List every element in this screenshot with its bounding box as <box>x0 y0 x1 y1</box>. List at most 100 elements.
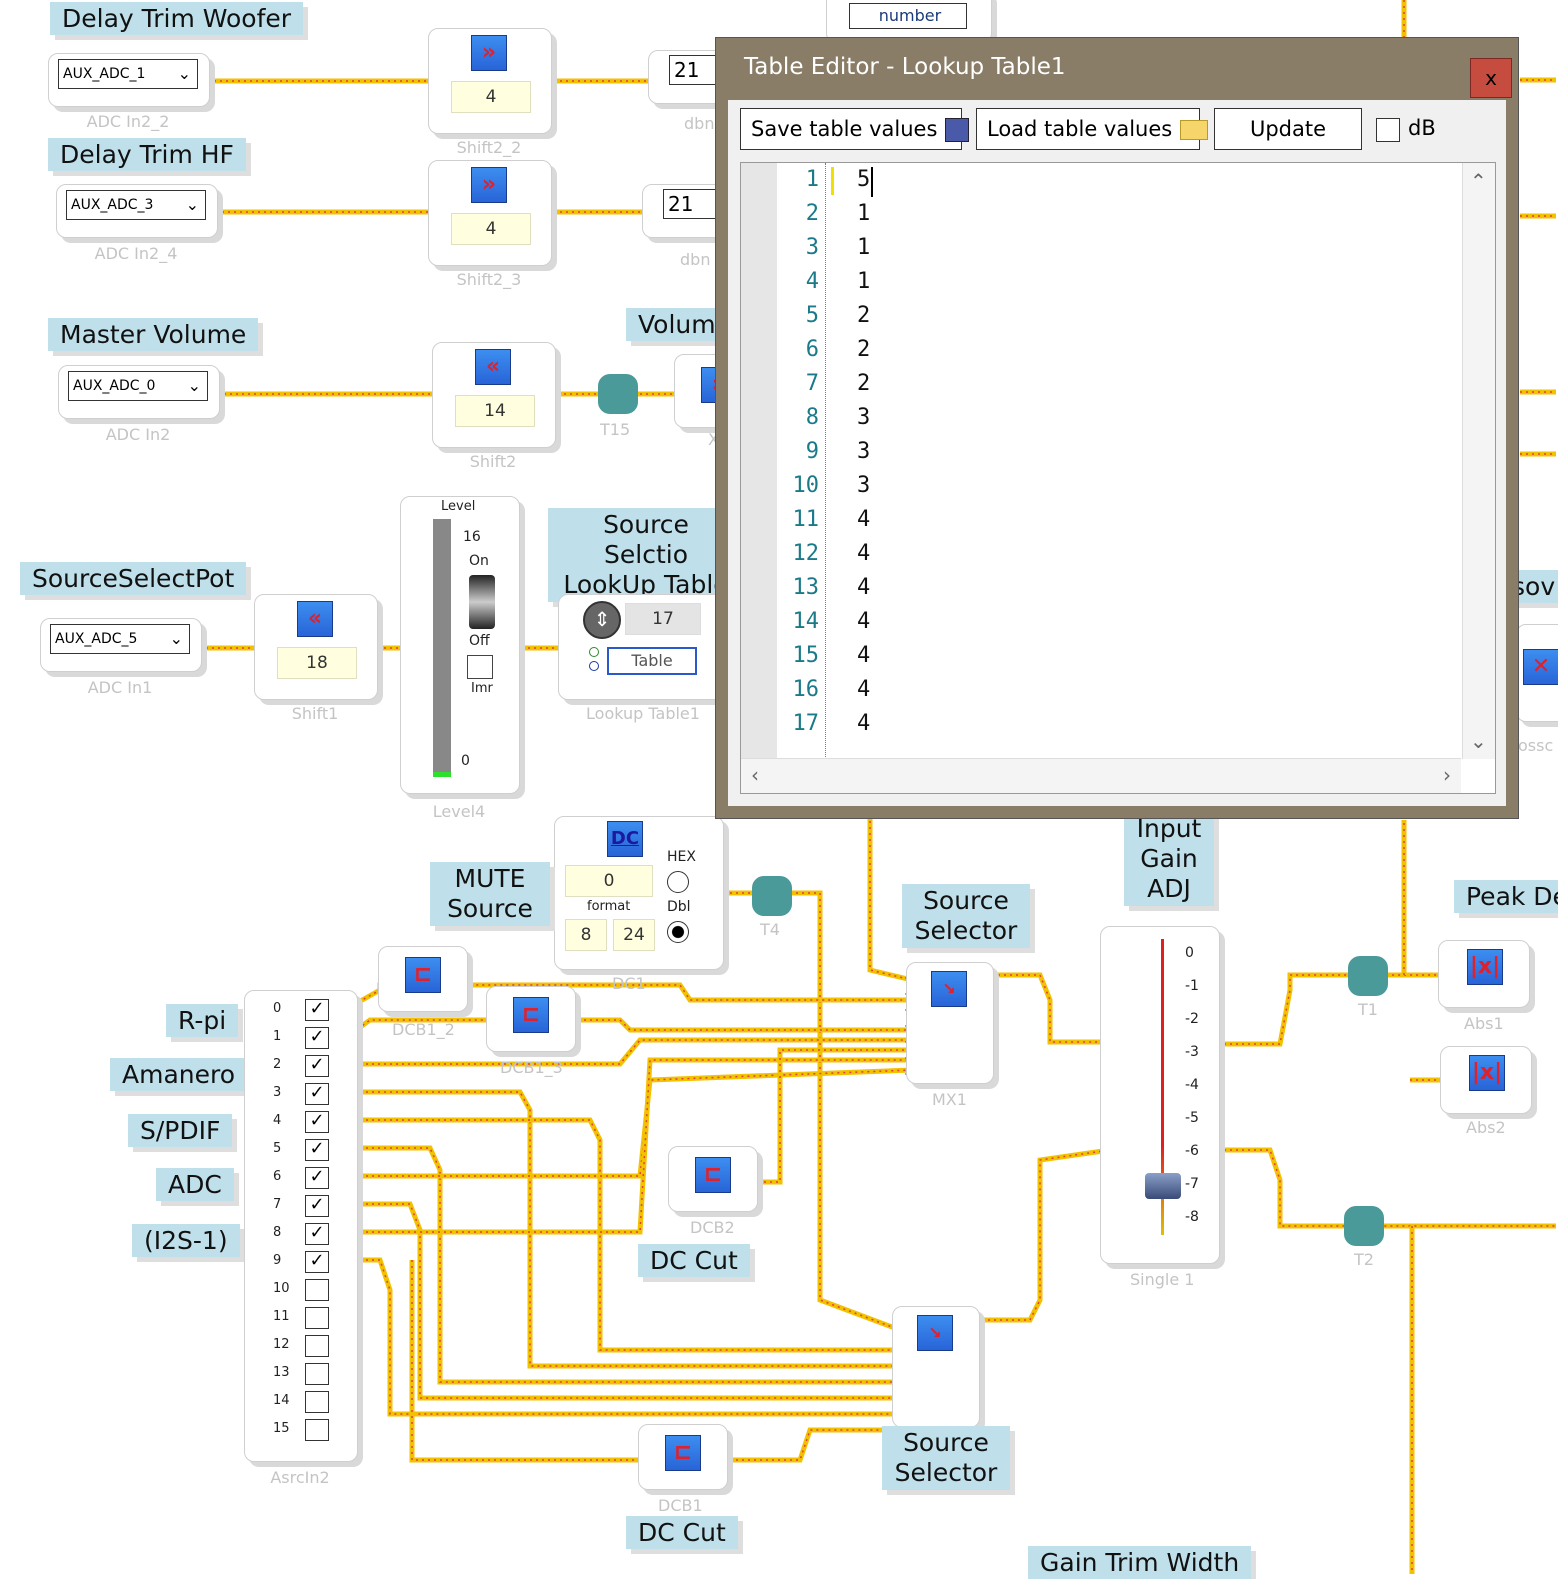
slider-thumb[interactable] <box>1145 1173 1181 1199</box>
lookup-table1-value[interactable]: 17 <box>625 603 701 635</box>
shift-right-icon[interactable]: » <box>471 35 507 71</box>
table-button[interactable]: Table <box>607 647 697 675</box>
dcb1-2-block[interactable]: ⊏ <box>378 946 468 1012</box>
table-value[interactable]: 3 <box>857 473 871 498</box>
selector-icon[interactable]: ↘ <box>931 971 967 1007</box>
table-value[interactable]: 2 <box>857 303 871 328</box>
channel-checkbox[interactable]: ✓ <box>305 999 329 1021</box>
number-field[interactable]: number <box>849 3 967 29</box>
table-value[interactable]: 4 <box>857 507 871 532</box>
hex-radio[interactable] <box>667 871 689 893</box>
shift-left-icon[interactable]: « <box>475 349 511 385</box>
number-block[interactable]: number <box>826 0 992 40</box>
table-value[interactable]: 4 <box>857 575 871 600</box>
horizontal-scrollbar[interactable]: ‹ › <box>741 758 1461 793</box>
table-value[interactable]: 2 <box>857 371 871 396</box>
dcb2-block[interactable]: ⊏ <box>668 1146 758 1212</box>
adc-in2-2-select[interactable]: AUX_ADC_1⌄ <box>58 59 198 89</box>
abs-icon[interactable]: |x| <box>1469 1055 1505 1091</box>
mx1-block[interactable]: ↘ <box>906 962 994 1084</box>
channel-checkbox[interactable] <box>305 1279 329 1301</box>
t2-tap[interactable] <box>1344 1206 1384 1246</box>
shift2-3-block[interactable]: » 4 <box>428 160 552 266</box>
adc-in2-4-block[interactable]: AUX_ADC_3⌄ <box>56 184 218 238</box>
shift-left-icon[interactable]: « <box>297 601 333 637</box>
adc-in1-select[interactable]: AUX_ADC_5⌄ <box>50 624 190 654</box>
scroll-left-icon[interactable]: ‹ <box>751 763 759 787</box>
adc-in1-block[interactable]: AUX_ADC_5⌄ <box>40 618 202 672</box>
channel-checkbox[interactable]: ✓ <box>305 1195 329 1217</box>
dc1-value[interactable]: 0 <box>565 865 653 897</box>
dc1-block[interactable]: DC 0 HEX format Dbl 8 24 <box>554 816 724 970</box>
shift1-block[interactable]: « 18 <box>254 594 378 700</box>
selector-icon[interactable]: ↘ <box>917 1315 953 1351</box>
table-value[interactable]: 4 <box>857 711 871 736</box>
scroll-up-icon[interactable]: ⌃ <box>1470 169 1487 193</box>
channel-checkbox[interactable]: ✓ <box>305 1055 329 1077</box>
dbl-radio[interactable] <box>667 921 689 943</box>
t4-tap[interactable] <box>752 876 792 916</box>
table-value[interactable]: 5 <box>857 167 871 192</box>
load-table-button[interactable]: Load table values <box>976 108 1209 150</box>
update-button[interactable]: Update <box>1214 108 1362 150</box>
radio-dot-icon[interactable] <box>589 661 599 671</box>
save-table-button[interactable]: Save table values <box>740 108 970 150</box>
adc-in2-block[interactable]: AUX_ADC_0⌄ <box>58 365 220 419</box>
dcb1-3-block[interactable]: ⊏ <box>486 986 576 1052</box>
shift2-block[interactable]: « 14 <box>432 342 556 448</box>
abs2-block[interactable]: |x| <box>1440 1046 1532 1114</box>
table-value[interactable]: 4 <box>857 541 871 566</box>
table-value[interactable]: 3 <box>857 405 871 430</box>
scroll-down-icon[interactable]: ⌄ <box>1470 729 1487 753</box>
cross-partial-block[interactable]: ✕ <box>1516 624 1558 722</box>
channel-checkbox[interactable]: ✓ <box>305 1251 329 1273</box>
shift-right-icon[interactable]: » <box>471 167 507 203</box>
table-value[interactable]: 4 <box>857 677 871 702</box>
channel-checkbox[interactable] <box>305 1419 329 1441</box>
shift2-value[interactable]: 14 <box>455 395 535 427</box>
channel-checkbox[interactable]: ✓ <box>305 1083 329 1105</box>
lookup-table1-block[interactable]: ⇕ 17 Table <box>558 594 730 700</box>
vertical-scrollbar[interactable]: ⌃ ⌄ <box>1462 163 1495 759</box>
cross-icon[interactable]: ✕ <box>1523 649 1558 685</box>
on-off-switch[interactable] <box>469 575 495 629</box>
channel-checkbox[interactable]: ✓ <box>305 1027 329 1049</box>
shift2-2-block[interactable]: » 4 <box>428 28 552 134</box>
channel-checkbox[interactable]: ✓ <box>305 1139 329 1161</box>
shift2-3-value[interactable]: 4 <box>451 213 531 245</box>
adc-in2-4-select[interactable]: AUX_ADC_3⌄ <box>66 190 206 220</box>
format-field-2[interactable]: 24 <box>613 919 655 951</box>
scroll-right-icon[interactable]: › <box>1443 763 1451 787</box>
db-checkbox[interactable] <box>1376 118 1400 142</box>
dc-icon[interactable]: DC <box>607 821 643 857</box>
abs-icon[interactable]: |x| <box>1467 949 1503 985</box>
channel-checkbox[interactable]: ✓ <box>305 1223 329 1245</box>
close-button[interactable]: x <box>1470 58 1512 98</box>
dcb1-block[interactable]: ⊏ <box>638 1424 728 1490</box>
dc-blocker-icon[interactable]: ⊏ <box>695 1157 731 1193</box>
channel-checkbox[interactable] <box>305 1307 329 1329</box>
shift2-2-value[interactable]: 4 <box>451 81 531 113</box>
level4-block[interactable]: Level 16 On Off Imr 0 <box>400 496 520 794</box>
adc-in2-2-block[interactable]: AUX_ADC_1⌄ <box>48 53 210 107</box>
abs1-block[interactable]: |x| <box>1438 940 1530 1008</box>
knob-icon[interactable]: ⇕ <box>583 601 621 639</box>
dc-blocker-icon[interactable]: ⊏ <box>405 957 441 993</box>
adc-in2-select[interactable]: AUX_ADC_0⌄ <box>68 371 208 401</box>
table-value[interactable]: 1 <box>857 269 871 294</box>
channel-checkbox[interactable] <box>305 1335 329 1357</box>
table-value[interactable]: 4 <box>857 609 871 634</box>
source-selector-b-block[interactable]: ↘ <box>892 1306 980 1428</box>
table-editor-dialog[interactable]: Table Editor - Lookup Table1 x Save tabl… <box>716 38 1518 818</box>
dc-blocker-icon[interactable]: ⊏ <box>513 997 549 1033</box>
channel-checkbox[interactable] <box>305 1363 329 1385</box>
channel-checkbox[interactable]: ✓ <box>305 1167 329 1189</box>
t15-tap[interactable] <box>598 374 638 414</box>
radio-dot-icon[interactable] <box>589 647 599 657</box>
table-value[interactable]: 1 <box>857 235 871 260</box>
channel-checkbox[interactable]: ✓ <box>305 1111 329 1133</box>
table-value[interactable]: 2 <box>857 337 871 362</box>
table-value[interactable]: 3 <box>857 439 871 464</box>
single1-block[interactable]: 0-1-2-3-4-5-6-7-8 <box>1100 926 1220 1264</box>
